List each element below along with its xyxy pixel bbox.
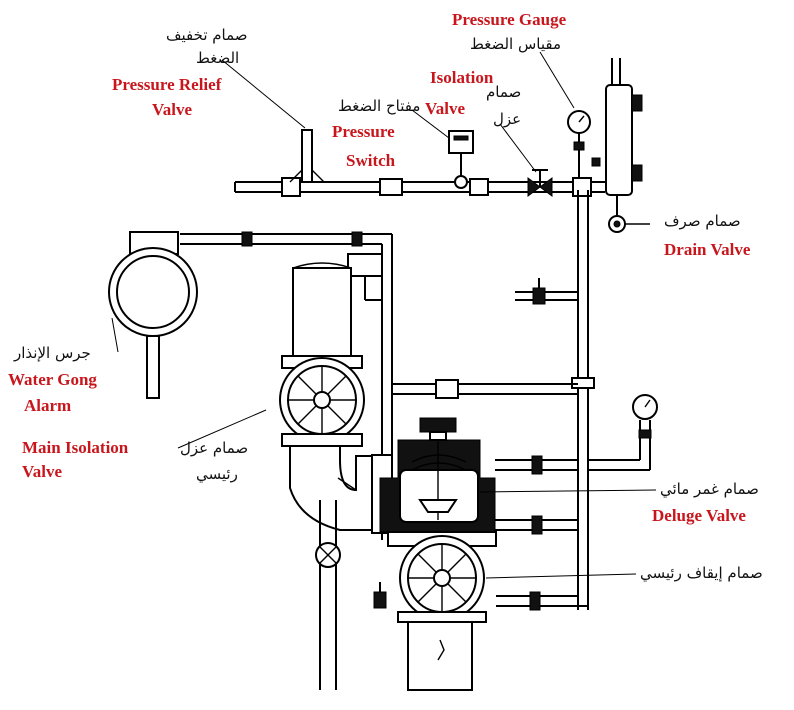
water-gong-alarm-ar: جرس الإنذار [14, 344, 91, 362]
water-gong-alarm-en-line2: Alarm [24, 396, 72, 415]
main-isolation-valve-ar-line1: صمام عزل [180, 439, 249, 457]
pressure-gauge-lower-symbol [632, 394, 658, 439]
main-isolation-valve-symbol [279, 262, 373, 531]
water-gong-alarm-symbol [108, 231, 198, 399]
drain-valve-en: Drain Valve [664, 240, 751, 259]
lower-drain-pipes [373, 582, 589, 611]
main-shutoff-valve-symbol [387, 531, 497, 691]
main-shutoff-valve-ar: صمام إيقاف رئيسي [640, 564, 763, 582]
main-isolation-valve-en-line2: Valve [22, 462, 62, 481]
isolation-valve-en-line1: Isolation [430, 68, 494, 87]
main-isolation-valve-ar-line2: رئيسي [196, 465, 238, 483]
pressure-switch-ar: مفتاح الضغط [338, 97, 421, 115]
pressure-switch-en-line2: Switch [346, 151, 396, 170]
pressure-gauge-en: Pressure Gauge [452, 10, 567, 29]
water-gong-alarm-en-line1: Water Gong [8, 370, 97, 389]
deluge-valve-en: Deluge Valve [652, 506, 746, 525]
pressure-relief-valve-en-line1: Pressure Relief [112, 75, 222, 94]
pressure-switch-en-line1: Pressure [332, 122, 395, 141]
isolation-valve-ar-line2: عزل [493, 110, 522, 128]
isolation-valve-ar-line1: صمام [486, 83, 522, 101]
isolation-valve-en-line2: Valve [425, 99, 465, 118]
top-header-pipe [234, 177, 605, 197]
pressure-relief-valve-en-line2: Valve [152, 100, 192, 119]
pressure-relief-valve-ar-line2: الضغط [196, 49, 240, 67]
drain-valve-ar: صمام صرف [664, 212, 741, 230]
drain-valve-symbol [608, 215, 650, 233]
pressure-gauge-ar: مقياس الضغط [470, 35, 562, 53]
deluge-valve-symbol [371, 417, 496, 534]
trim-column [605, 58, 643, 215]
deluge-valve-ar: صمام غمر مائي [660, 480, 759, 498]
pressure-relief-valve-ar-line1: صمام تخفيف [166, 26, 248, 44]
pressure-switch-symbol [448, 130, 474, 189]
left-supply-pipe [315, 500, 341, 690]
alarm-pressure-switch-symbol [347, 253, 383, 301]
main-isolation-valve-en-line1: Main Isolation [22, 438, 129, 457]
pressure-relief-valve-symbol [289, 129, 325, 183]
main-riser-pipe [571, 190, 595, 610]
pressure-gauge-top-symbol [567, 110, 601, 178]
deluge-trim-pipes [392, 379, 651, 535]
riser-side-valve [515, 278, 578, 305]
